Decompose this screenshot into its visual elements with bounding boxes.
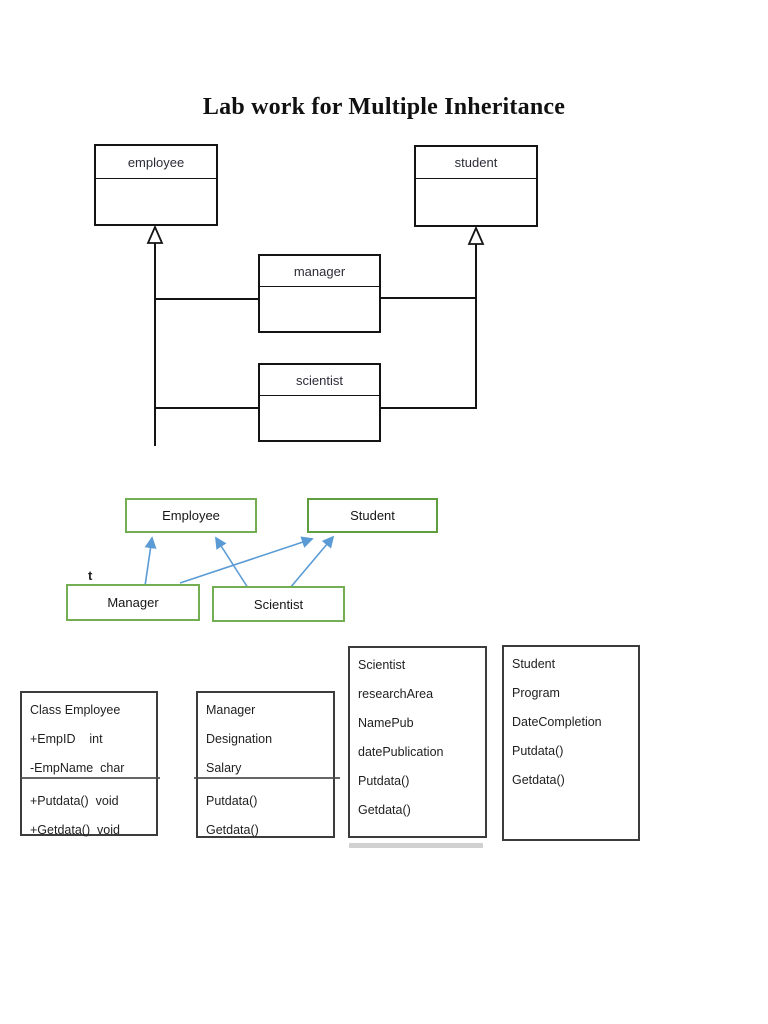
blue-inheritance-arrows [144,535,335,589]
card-row: Student [512,656,556,671]
sketch-class-employee-name: employee [96,146,216,179]
page-title: Lab work for Multiple Inheritance [202,94,566,120]
card-row: Scientist [358,657,406,672]
card-row: Designation [206,731,273,746]
green-box-student: Student [307,498,438,533]
scan-shadow [349,843,483,848]
card-row: +Putdata() void [30,793,119,808]
sketch-class-manager-name: manager [260,256,379,287]
card-class-employee: Class Employee +EmpID int -EmpName char … [20,691,160,837]
card-row: Getdata() [206,822,259,837]
card-row: Program [512,685,560,700]
sketch-class-scientist: scientist [258,363,381,442]
hollow-triangle-arrow-employee [146,224,164,244]
card-scientist: Scientist researchArea NamePub datePubli… [348,646,487,838]
sketch-class-student: student [414,145,538,227]
green-box-manager: Manager [66,584,200,621]
sketch-class-manager: manager [258,254,381,333]
card-row: Putdata() [206,793,258,808]
card-row: Manager [206,702,256,717]
card-row: Putdata() [358,773,410,788]
card-row: datePublication [358,744,444,759]
card-row: Class Employee [30,702,121,717]
card-row: +EmpID int [30,731,103,746]
card-divider [194,777,340,779]
card-row: DateCompletion [512,714,602,729]
hollow-triangle-arrow-student [467,225,485,245]
card-row: Getdata() [512,772,565,787]
card-row: +Getdata() void [30,822,120,837]
sketch-class-scientist-name: scientist [260,365,379,396]
sketch-class-employee: employee [94,144,218,226]
card-row: Getdata() [358,802,411,817]
stray-mark: t [88,568,93,583]
card-divider [20,777,160,779]
green-box-employee: Employee [125,498,257,533]
card-manager: Manager Designation Salary Putdata() Get… [194,691,340,838]
card-student: Student Program DateCompletion Putdata()… [502,645,640,841]
card-row: Salary [206,760,242,775]
card-row: NamePub [358,715,414,730]
card-row: researchArea [358,686,434,701]
sketch-class-student-name: student [416,147,536,179]
card-row: -EmpName char [30,760,125,775]
green-box-scientist: Scientist [212,586,345,622]
card-row: Putdata() [512,743,564,758]
